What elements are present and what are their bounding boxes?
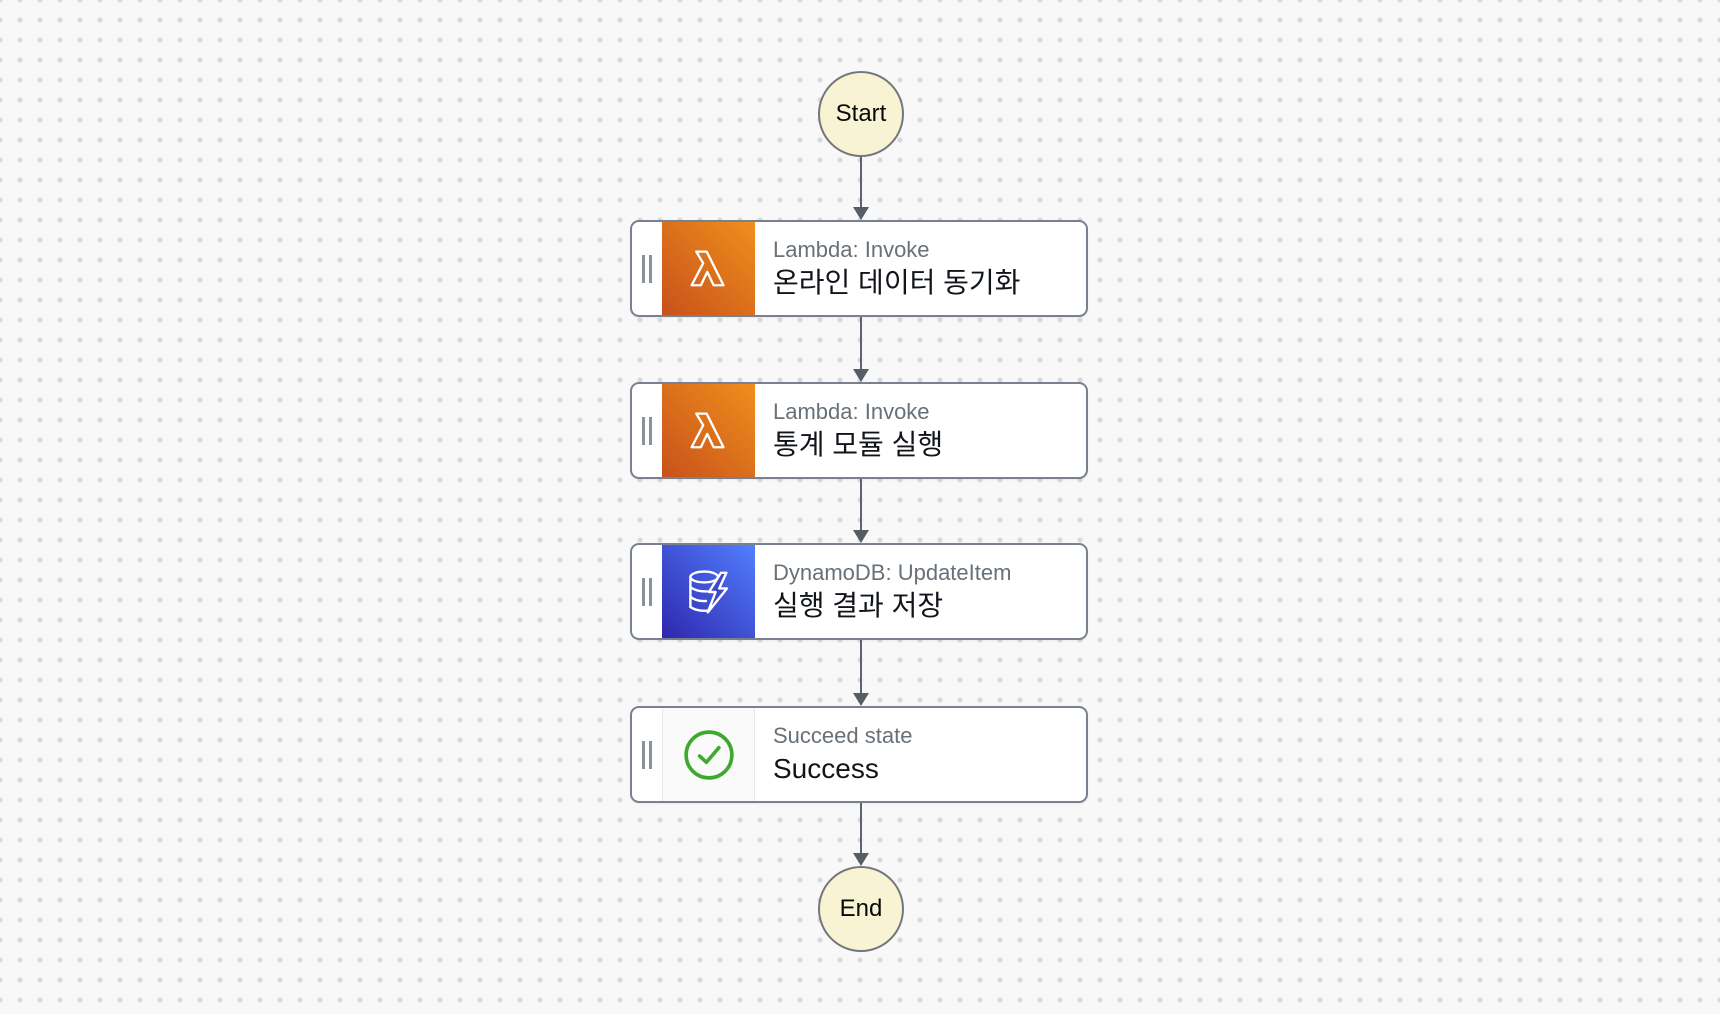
drag-handle-bar: [642, 416, 645, 445]
drag-handle-bar: [649, 577, 652, 606]
edge-line: [860, 317, 862, 370]
state-type-label: Lambda: Invoke: [773, 398, 930, 424]
edge-line: [860, 479, 862, 531]
dynamodb-icon: [662, 545, 755, 638]
arrowhead-icon: [853, 207, 869, 220]
edge-connector: [845, 157, 877, 220]
start-node: Start: [818, 71, 904, 157]
edge-connector: [845, 479, 877, 543]
lambda-icon: [662, 384, 755, 477]
state-type-label: Lambda: Invoke: [773, 236, 930, 262]
edge-connector: [845, 803, 877, 866]
drag-handle[interactable]: [632, 545, 662, 638]
drag-handle-bar: [642, 577, 645, 606]
drag-handle-bar: [649, 254, 652, 283]
edge-connector: [845, 640, 877, 706]
arrowhead-icon: [853, 693, 869, 706]
arrowhead-icon: [853, 530, 869, 543]
drag-handle[interactable]: [632, 708, 662, 801]
edge-connector: [845, 317, 877, 382]
start-label: Start: [835, 100, 887, 127]
state-name: 실행 결과 저장: [773, 590, 944, 621]
state-node-dynamodb[interactable]: DynamoDB: UpdateItem 실행 결과 저장: [630, 543, 1088, 640]
state-type-label: DynamoDB: UpdateItem: [773, 559, 1012, 585]
succeed-check-icon: [662, 708, 755, 801]
drag-handle-bar: [642, 254, 645, 283]
edge-line: [860, 803, 862, 854]
drag-handle[interactable]: [632, 222, 662, 315]
end-label: End: [839, 895, 883, 922]
drag-handle-bar: [642, 740, 645, 769]
state-name: Success: [773, 753, 879, 784]
state-node-lambda-2[interactable]: Lambda: Invoke 통계 모듈 실행: [630, 382, 1088, 479]
arrowhead-icon: [853, 369, 869, 382]
edge-line: [860, 157, 862, 208]
edge-line: [860, 640, 862, 694]
arrowhead-icon: [853, 853, 869, 866]
drag-handle-bar: [649, 416, 652, 445]
state-name: 통계 모듈 실행: [773, 429, 944, 460]
state-node-succeed[interactable]: Succeed state Success: [630, 706, 1088, 803]
state-name: 온라인 데이터 동기화: [773, 267, 1021, 298]
drag-handle-bar: [649, 740, 652, 769]
state-type-label: Succeed state: [773, 722, 913, 748]
end-node: End: [818, 866, 904, 952]
state-node-lambda-1[interactable]: Lambda: Invoke 온라인 데이터 동기화: [630, 220, 1088, 317]
lambda-icon: [662, 222, 755, 315]
drag-handle[interactable]: [632, 384, 662, 477]
